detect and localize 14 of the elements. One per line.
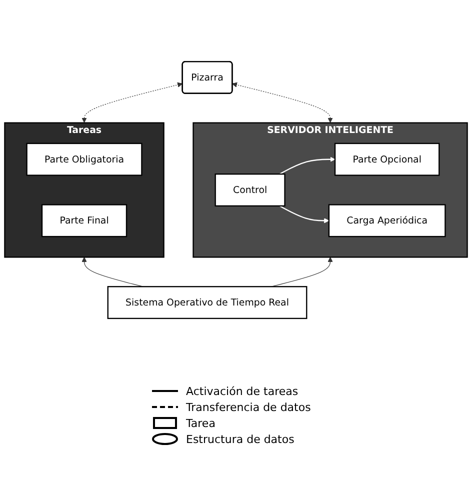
- node-box: Parte Obligatoria: [26, 142, 142, 176]
- arrow: [279, 205, 330, 224]
- node-box: Parte Opcional: [334, 142, 440, 176]
- legend-text: Estructura de datos: [186, 432, 294, 446]
- node-box: Control: [214, 174, 286, 206]
- arrow: [279, 156, 336, 175]
- arrow: [232, 82, 333, 123]
- node-box: Carga Aperiódica: [328, 204, 446, 238]
- legend-text: Tarea: [186, 416, 216, 430]
- legend-text: Activación de tareas: [186, 384, 298, 398]
- node-box: Parte Final: [41, 204, 128, 238]
- node-box: Sistema Operativo de Tiempo Real: [107, 286, 308, 320]
- legend-text: Transferencia de datos: [186, 400, 311, 414]
- arrow: [82, 82, 183, 123]
